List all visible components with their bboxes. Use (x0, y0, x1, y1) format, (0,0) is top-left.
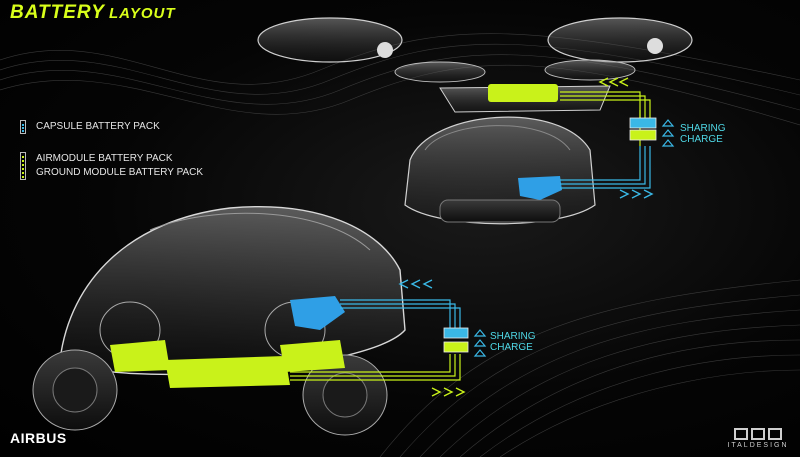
lower-arrows-right (431, 387, 466, 397)
upper-capsule-battery-pack (518, 176, 562, 200)
italdesign-wordmark: ITALDESIGN (727, 442, 789, 449)
battery-icon (20, 120, 26, 134)
airmodule-battery-pack (488, 84, 558, 102)
label-line: SHARING (490, 331, 536, 342)
lower-sharing-charge-label: SHARING CHARGE (490, 331, 536, 353)
italdesign-logo: ITALDESIGN (726, 428, 790, 449)
label-line: SHARING (680, 123, 726, 134)
lower-battery-cells (443, 327, 469, 353)
label-line: CHARGE (680, 134, 723, 145)
lower-up-arrows (473, 329, 487, 357)
legend-label: GROUND MODULE BATTERY PACK (36, 167, 204, 178)
lower-charge-lines (290, 299, 461, 381)
upper-sharing-charge-label: SHARING CHARGE (680, 123, 726, 145)
air-module-drone (257, 17, 693, 113)
legend-item-ground-module: GROUND MODULE BATTERY PACK (20, 166, 203, 180)
title-battery: BATTERY (10, 2, 105, 23)
ground-vehicle (32, 206, 406, 436)
legend-label: AIRMODULE BATTERY PACK (36, 153, 173, 164)
italdesign-mark-icon (726, 428, 790, 440)
lower-arrows-left (398, 279, 433, 289)
legend: CAPSULE BATTERY PACK AIRMODULE BATTERY P… (20, 120, 203, 180)
upper-capsule (404, 116, 596, 225)
upper-battery-cells (629, 117, 657, 141)
center-ground-battery (165, 356, 290, 388)
upper-arrows-left (598, 77, 629, 87)
upper-arrows-right (619, 189, 654, 199)
legend-label: CAPSULE BATTERY PACK (36, 121, 160, 132)
title-layout: LAYOUT (108, 5, 176, 22)
airbus-logo: AIRBUS (10, 430, 67, 446)
upper-up-arrows (661, 119, 675, 147)
front-ground-battery (110, 340, 170, 372)
legend-item-airmodule: AIRMODULE BATTERY PACK (20, 152, 203, 180)
legend-item-capsule: CAPSULE BATTERY PACK (20, 120, 203, 134)
lower-capsule-battery-pack (290, 296, 345, 330)
label-line: CHARGE (490, 342, 533, 353)
background-waves (0, 33, 800, 457)
battery-icon (20, 152, 26, 180)
rear-ground-battery (280, 340, 345, 372)
